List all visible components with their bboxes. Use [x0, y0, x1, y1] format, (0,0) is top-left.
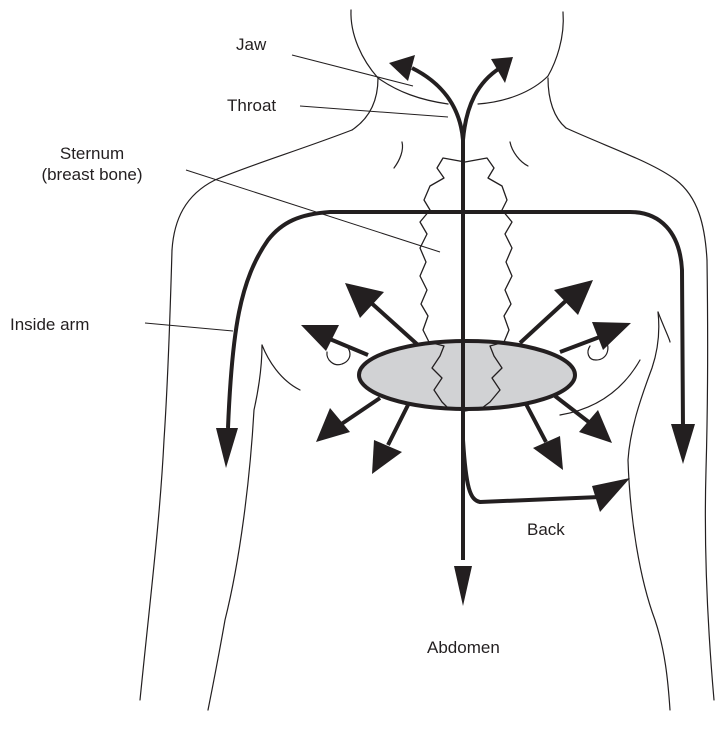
- label-jaw: Jaw: [236, 35, 267, 54]
- neck-left-lower: [352, 78, 378, 130]
- neck-right-line: [548, 12, 563, 76]
- leader-lines: [145, 55, 448, 331]
- radiation-paths: [216, 55, 695, 606]
- torso-left-side: [208, 345, 262, 710]
- ray-upper-right: [520, 297, 570, 343]
- clavicle-left-hint: [394, 142, 403, 168]
- pain-area-ellipse: [359, 341, 575, 409]
- torso-right-side: [628, 312, 670, 710]
- arrowhead-abdomen: [454, 566, 472, 606]
- arrowhead-arm-left: [216, 428, 238, 468]
- label-sternum: Sternum: [60, 144, 124, 163]
- label-back: Back: [527, 520, 565, 539]
- arrowhead-upper-left: [345, 283, 384, 318]
- armpit-right-curve: [658, 312, 670, 342]
- neck-left-line: [351, 10, 378, 78]
- shoulder-right: [566, 128, 707, 260]
- arrowhead-jaw-left: [389, 55, 415, 81]
- label-inside-arm: Inside arm: [10, 315, 89, 334]
- label-abdomen: Abdomen: [427, 638, 500, 657]
- jaw-left-curve: [378, 78, 448, 104]
- arm-right-outer: [705, 260, 714, 700]
- ray-lower-right-inner: [526, 404, 546, 442]
- arrowhead-upper-right: [554, 280, 593, 315]
- arrowhead-lower-right-inner: [533, 436, 563, 470]
- leader-jaw: [292, 55, 413, 86]
- leader-throat: [300, 106, 448, 117]
- arm-left-outer: [140, 250, 172, 700]
- jaw-right-curve: [478, 76, 548, 104]
- ray-lower-left-outer: [340, 398, 380, 425]
- ray-lower-left-inner: [388, 405, 408, 445]
- shoulder-left: [172, 130, 352, 250]
- label-throat: Throat: [227, 96, 276, 115]
- label-sternum-subtitle: (breast bone): [41, 165, 142, 184]
- ray-upper-left: [368, 300, 418, 345]
- arrowhead-lower-left-outer: [316, 408, 350, 442]
- armpit-left-curve: [262, 345, 300, 390]
- ray-lower-right-outer: [555, 396, 590, 423]
- arrowhead-right: [592, 322, 631, 350]
- leader-inside-arm: [145, 323, 233, 331]
- arrowhead-lower-right-outer: [579, 410, 612, 443]
- arrowhead-back: [592, 478, 630, 512]
- neck-right-lower: [548, 78, 566, 128]
- path-jaw-left: [412, 68, 463, 140]
- arrowhead-left: [301, 325, 339, 351]
- arrowhead-lower-left-inner: [372, 440, 402, 474]
- clavicle-right-hint: [510, 142, 528, 166]
- arrowhead-arm-right: [671, 424, 695, 464]
- path-back: [463, 440, 600, 502]
